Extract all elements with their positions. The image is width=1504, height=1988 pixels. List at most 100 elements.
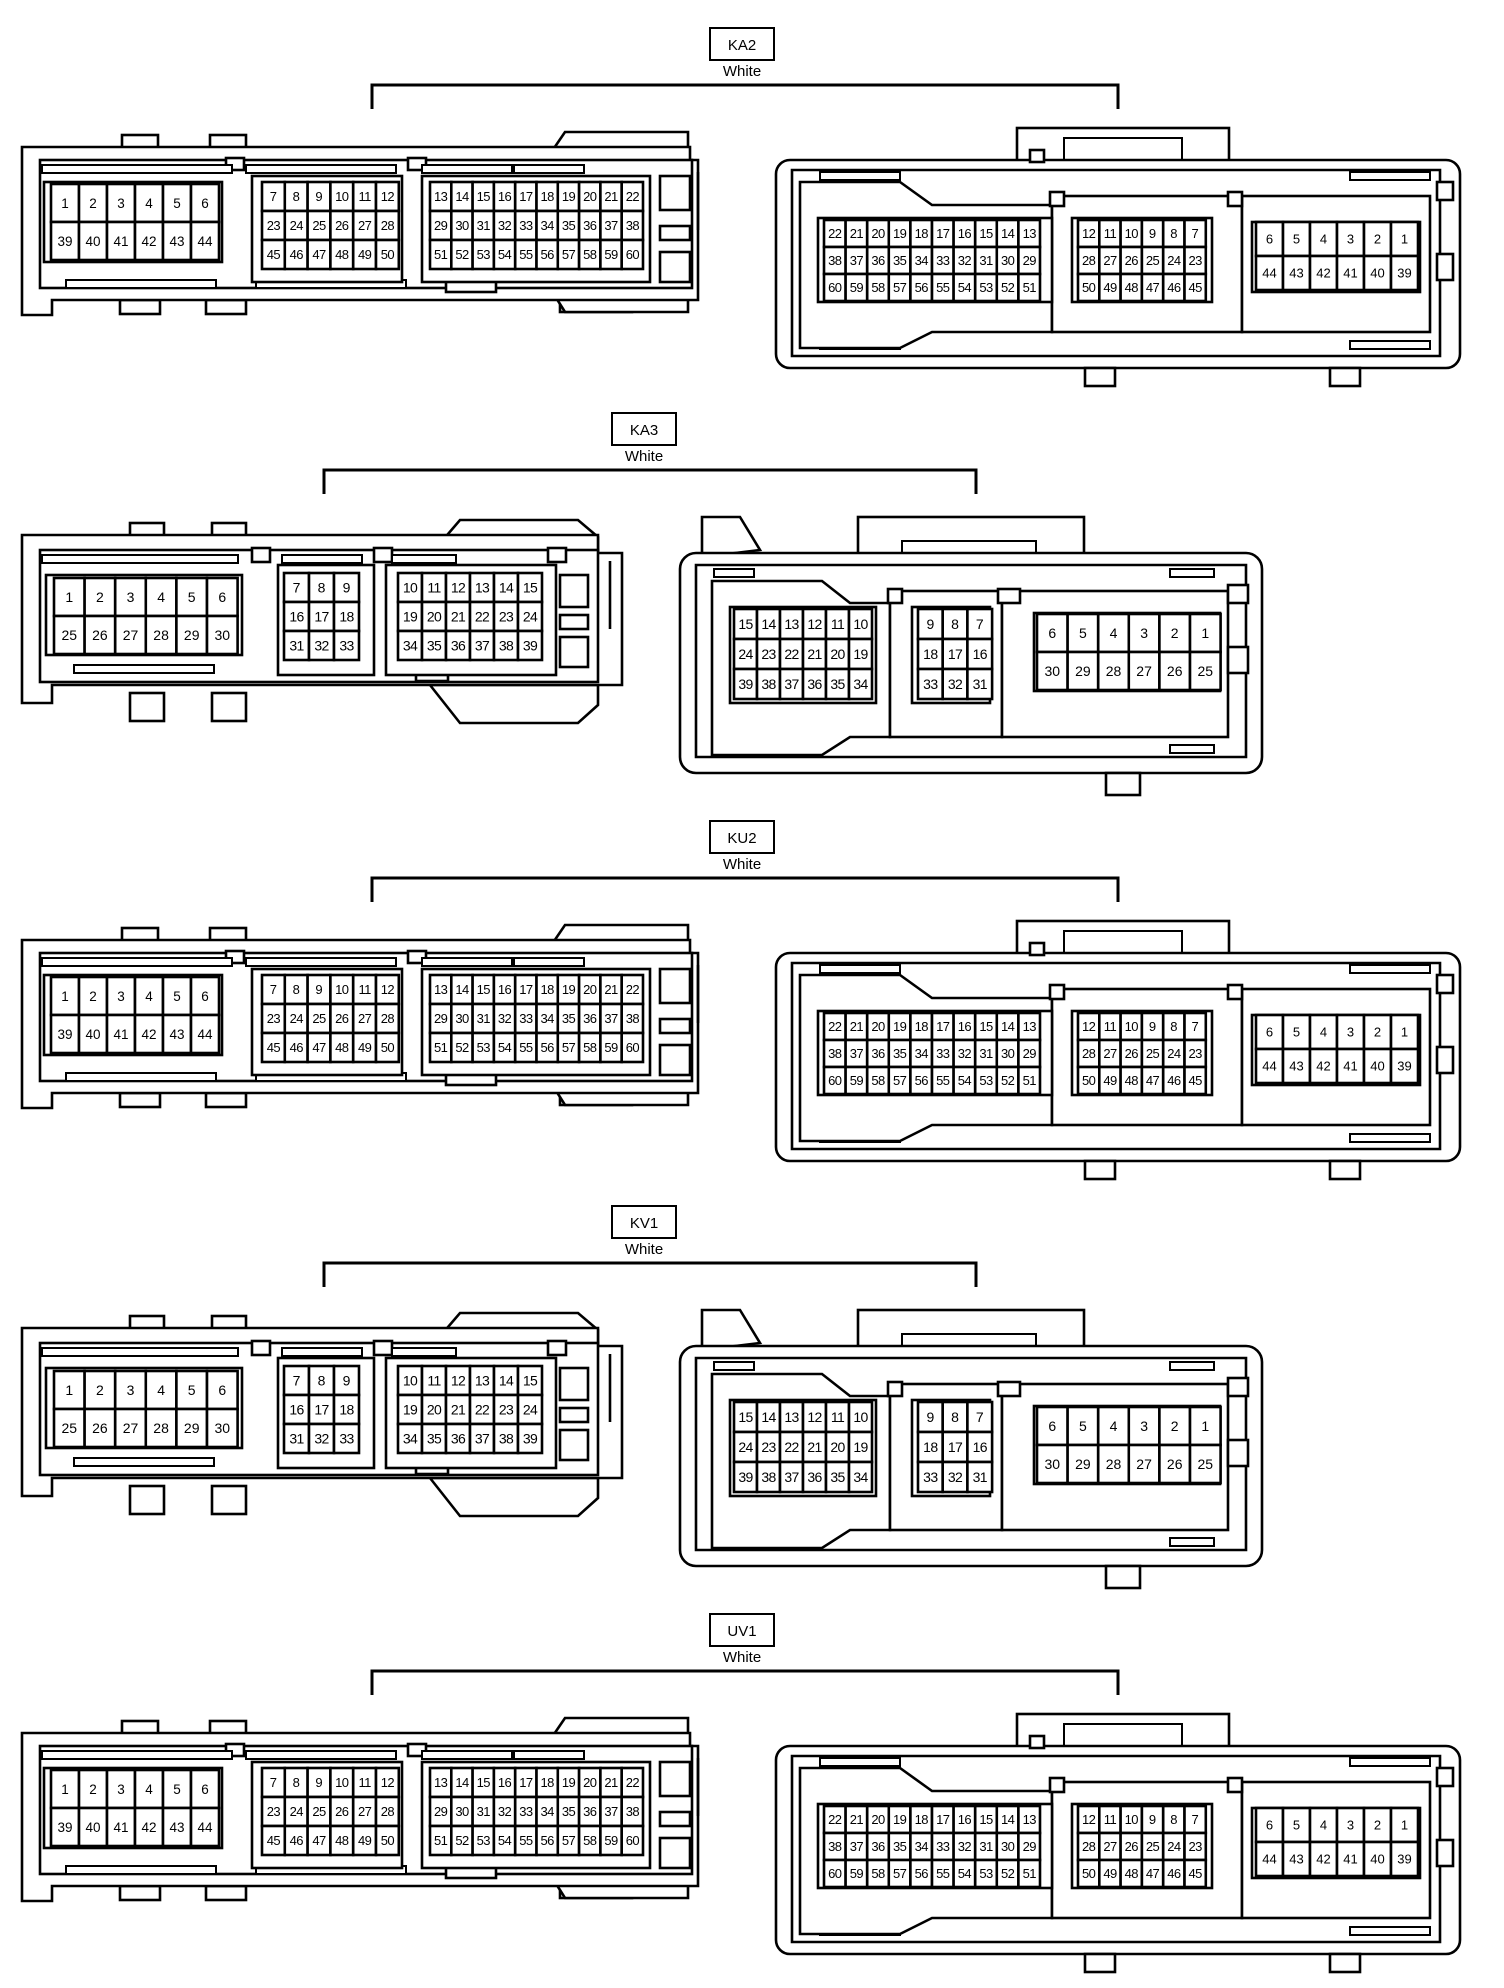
- pin-number: 35: [830, 1469, 845, 1485]
- pin-number: 28: [1082, 253, 1096, 268]
- pin-number: 4: [145, 989, 153, 1004]
- pin-cell: [444, 571, 472, 604]
- pin-number: 43: [1289, 266, 1303, 281]
- pin-number: 34: [915, 1046, 929, 1061]
- pin-number: 38: [499, 638, 514, 654]
- pin-number: 37: [784, 1469, 799, 1485]
- pin-cell: [966, 607, 994, 641]
- outline-part: [1083, 366, 1117, 388]
- connector-color: White: [625, 448, 663, 465]
- pin-number: 49: [358, 1833, 372, 1848]
- pin-number: 32: [498, 218, 512, 233]
- pin-number: 24: [523, 1402, 538, 1418]
- pin-number: 32: [498, 1804, 512, 1819]
- pin-number: 29: [434, 1011, 448, 1026]
- outline-part: [1104, 771, 1142, 797]
- pin-number: 40: [85, 1027, 100, 1042]
- pin-number: 30: [215, 1420, 231, 1436]
- pin-number: 1: [1201, 625, 1209, 641]
- pin-number: 25: [62, 627, 78, 643]
- pin-number: 22: [784, 646, 799, 662]
- pin-cell: [966, 667, 994, 701]
- pin-number: 31: [477, 218, 491, 233]
- pin-number: 5: [173, 196, 181, 211]
- connector-code-box: [709, 1613, 775, 1647]
- pin-number: 49: [358, 247, 372, 262]
- pin-number: 54: [958, 1073, 972, 1088]
- pin-number: 14: [499, 580, 514, 596]
- pin-number: 57: [893, 1073, 907, 1088]
- bracket-line: [370, 876, 1120, 902]
- outline-part: [1435, 252, 1455, 282]
- pin-number: 57: [893, 1866, 907, 1881]
- pin-number: 50: [381, 1040, 395, 1055]
- pin-cell: [1389, 1806, 1420, 1844]
- pin-cell: [1362, 1047, 1393, 1085]
- pin-cell: [1017, 272, 1042, 303]
- pin-number: 12: [381, 1775, 395, 1790]
- slot: [819, 171, 901, 181]
- slot: [713, 1361, 755, 1371]
- pin-number: 41: [113, 1820, 128, 1835]
- pin-number: 11: [358, 982, 371, 997]
- pin-number: 44: [1262, 1852, 1276, 1867]
- slot: [65, 279, 217, 289]
- pin-number: 4: [1320, 232, 1327, 247]
- pin-number: 6: [201, 196, 209, 211]
- pin-number: 29: [1023, 1839, 1037, 1854]
- pin-number: 21: [850, 226, 864, 241]
- pin-number: 22: [626, 1775, 640, 1790]
- pin-number: 22: [828, 1812, 842, 1827]
- pin-number: 6: [1266, 1025, 1273, 1040]
- pin-cell: [175, 1407, 209, 1449]
- pin-number: 17: [936, 226, 950, 241]
- pin-number: 58: [583, 1040, 597, 1055]
- pin-number: 55: [936, 1073, 950, 1088]
- pin-cell: [205, 1407, 239, 1449]
- pin-number: 3: [1347, 232, 1354, 247]
- pin-cell: [916, 667, 945, 701]
- pin-number: 49: [1103, 1866, 1117, 1881]
- pin-number: 30: [1045, 1456, 1061, 1472]
- outline-part: [658, 1836, 692, 1870]
- pin-number: 52: [455, 247, 469, 262]
- outline-part: [1048, 983, 1066, 1001]
- pin-number: 9: [343, 580, 351, 596]
- outline-part: [558, 635, 590, 669]
- slot: [1349, 964, 1431, 974]
- outline-part: [118, 1884, 162, 1902]
- pin-cell: [189, 1768, 221, 1810]
- pin-cell: [941, 637, 969, 671]
- pin-number: 16: [958, 226, 972, 241]
- pin-number: 47: [312, 247, 326, 262]
- pin-cell: [189, 182, 221, 224]
- pin-number: 21: [850, 1019, 864, 1034]
- pin-number: 58: [871, 1073, 885, 1088]
- pin-cell: [1335, 254, 1366, 292]
- pin-number: 18: [541, 1775, 555, 1790]
- pin-number: 10: [1125, 1019, 1139, 1034]
- outline-part: [1226, 1438, 1250, 1468]
- pin-number: 5: [1079, 625, 1087, 641]
- pin-number: 29: [184, 1420, 200, 1436]
- pin-number: 54: [498, 247, 512, 262]
- slot: [41, 1347, 239, 1357]
- slot: [65, 1072, 217, 1082]
- connector-code-box: [709, 820, 775, 854]
- pin-number: 45: [1189, 1866, 1203, 1881]
- pin-number: 59: [850, 280, 864, 295]
- pin-number: 10: [335, 982, 349, 997]
- pin-number: 14: [455, 189, 469, 204]
- pin-number: 38: [828, 253, 842, 268]
- pin-number: 58: [583, 247, 597, 262]
- pin-number: 35: [562, 1804, 576, 1819]
- pin-number: 30: [1001, 253, 1015, 268]
- pin-number: 35: [562, 218, 576, 233]
- pin-cell: [1308, 1840, 1339, 1878]
- pin-number: 14: [499, 1373, 514, 1389]
